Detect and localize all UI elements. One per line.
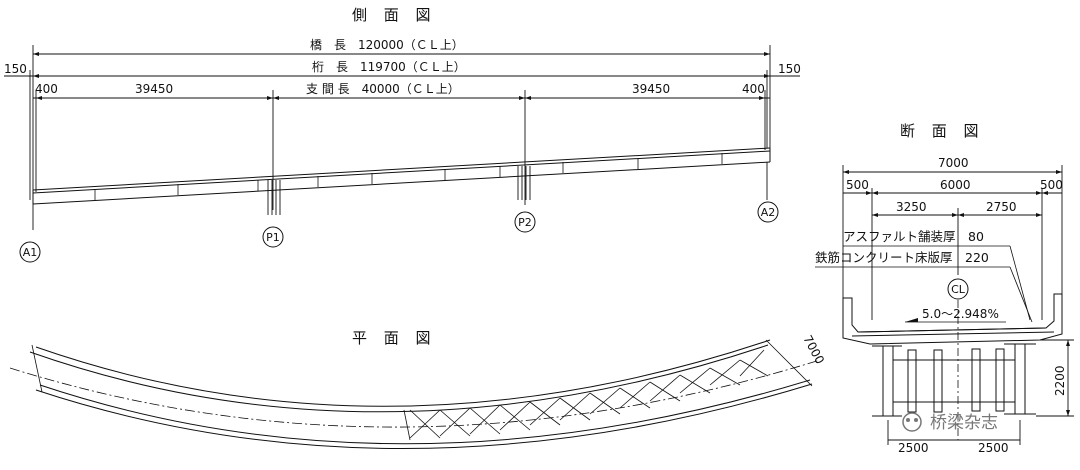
watermark-text: 桥梁杂志	[930, 413, 998, 433]
left-part-dim: 3250	[896, 200, 927, 214]
end-right-dim: 400	[742, 82, 765, 96]
end-left-dim: 400	[35, 82, 58, 96]
support-a2-label: A2	[761, 206, 776, 219]
right-part-dim: 2750	[986, 200, 1017, 214]
asphalt-thickness-label: アスファルト舗装厚 80	[843, 229, 984, 244]
support-p2-label: P2	[518, 216, 532, 229]
support-p1: P1	[262, 226, 284, 248]
left-edge-dim: 500	[846, 178, 869, 192]
support-p2: P2	[514, 211, 536, 233]
side-view-title: 側 面 図	[352, 6, 437, 24]
plan-width-dim: 7000	[800, 333, 827, 367]
watermark: 桥梁杂志	[902, 412, 998, 433]
span-left-dim: 39450	[135, 82, 173, 96]
section-view-title: 断 面 図	[900, 122, 985, 140]
support-p1-label: P1	[266, 231, 280, 244]
section-view: 断 面 図 7000 500 6000 500 3250 2750 アスファルト…	[815, 122, 1074, 455]
cross-slope-label: 5.0～2.948%	[922, 307, 999, 321]
watermark-icon	[902, 412, 922, 432]
span-right-dim: 39450	[632, 82, 670, 96]
girder-spacing-right-dim: 2500	[978, 441, 1009, 455]
plan-view: 平 面 図 7000	[9, 329, 827, 450]
girder-spacing-left-dim: 2500	[898, 441, 929, 455]
centerline-label: CL	[951, 283, 966, 296]
centerline-marker: CL	[947, 278, 969, 300]
roadway-width-dim: 6000	[940, 178, 971, 192]
section-height-dim: 2200	[1053, 365, 1067, 396]
side-view: 側 面 図 橋 長 120000（ＣＬ上） 桁 長 119700	[4, 6, 801, 263]
plan-view-title: 平 面 図	[352, 329, 437, 347]
overhang-left-dim: 150	[4, 62, 27, 76]
bridge-length-dim: 橋 長 120000（ＣＬ上）	[310, 38, 464, 52]
support-a1-label: A1	[23, 246, 38, 259]
right-edge-dim: 500	[1040, 178, 1063, 192]
support-a1: A1	[19, 241, 41, 263]
span-length-dim: 支 間 長 40000（ＣＬ上）	[306, 82, 460, 96]
total-width-dim: 7000	[938, 156, 969, 170]
support-a2: A2	[757, 201, 779, 223]
overhang-right-dim: 150	[778, 62, 801, 76]
girder-length-dim: 桁 長 119700（ＣＬ上）	[312, 60, 466, 74]
slab-thickness-label: 鉄筋コンクリート床版厚 220	[815, 250, 989, 265]
